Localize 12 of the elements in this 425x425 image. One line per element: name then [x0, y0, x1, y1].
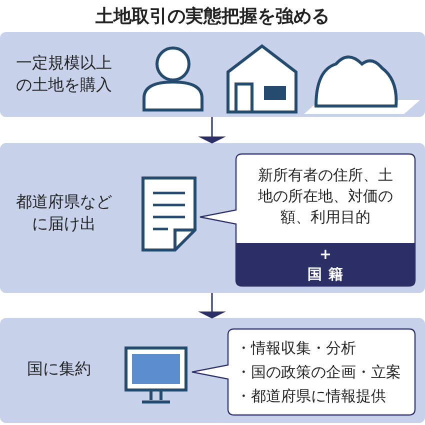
band-label: 都道府県などに届け出	[15, 191, 113, 235]
chevron-arrow	[198, 293, 226, 318]
chevron-arrow	[198, 117, 226, 144]
bullet-item: ・国の政策の企画・立案	[236, 362, 401, 383]
title: 土地取引の実態把握を強める	[94, 5, 330, 28]
callout-text: 新所有者の住所、土地の所在地、対価の額、利用目的	[257, 165, 394, 228]
band-label: 一定規模以上の土地を購入	[15, 52, 113, 96]
plus-sign: +	[318, 246, 339, 265]
bullet-item: ・都道府県に情報提供	[236, 386, 387, 407]
bullet-item: ・情報収集・分析	[236, 338, 357, 359]
callout-text: 国籍	[306, 266, 350, 285]
band-label: 国に集約	[26, 358, 92, 380]
